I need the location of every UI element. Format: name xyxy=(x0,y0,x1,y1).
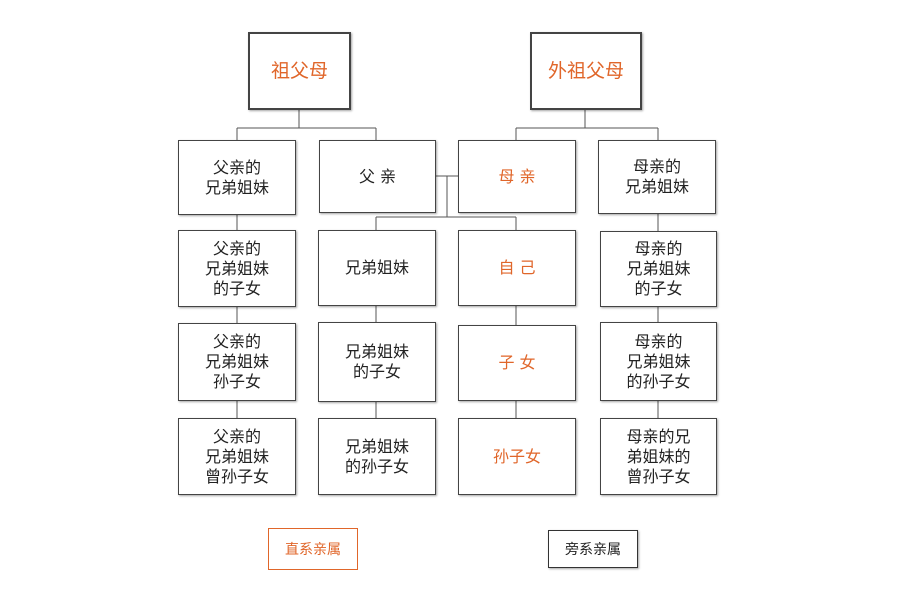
node-mother-siblings-great-grandchildren: 母亲的兄 弟姐妹的 曾孙子女 xyxy=(600,418,717,495)
node-self: 自 己 xyxy=(458,230,576,306)
node-father-siblings-grandchildren: 父亲的 兄弟姐妹 孙子女 xyxy=(178,323,296,401)
node-grandparents: 祖父母 xyxy=(248,32,351,110)
node-father: 父 亲 xyxy=(319,140,436,213)
connector-grandparents xyxy=(236,110,377,140)
node-grandchildren: 孙子女 xyxy=(458,418,576,495)
node-father-siblings-great-grandchildren: 父亲的 兄弟姐妹 曾孙子女 xyxy=(178,418,296,495)
node-siblings-children: 兄弟姐妹 的子女 xyxy=(318,322,436,402)
node-father-siblings: 父亲的 兄弟姐妹 xyxy=(178,140,296,215)
node-maternal-grandparents: 外祖父母 xyxy=(530,32,642,110)
connector-maternal-grandparents xyxy=(515,110,659,140)
node-mother-siblings-children: 母亲的 兄弟姐妹 的子女 xyxy=(600,231,717,307)
node-mother: 母 亲 xyxy=(458,140,576,213)
legend-direct-relatives: 直系亲属 xyxy=(268,528,358,570)
node-siblings-grandchildren: 兄弟姐妹 的孙子女 xyxy=(318,418,436,495)
node-father-siblings-children: 父亲的 兄弟姐妹 的子女 xyxy=(178,230,296,307)
legend-collateral-relatives: 旁系亲属 xyxy=(548,530,638,568)
node-siblings: 兄弟姐妹 xyxy=(318,230,436,306)
node-mother-siblings: 母亲的 兄弟姐妹 xyxy=(598,140,716,214)
node-mother-siblings-grandchildren: 母亲的 兄弟姐妹 的孙子女 xyxy=(600,322,717,401)
node-children: 子 女 xyxy=(458,325,576,401)
connector-children-of-parents xyxy=(375,176,517,230)
